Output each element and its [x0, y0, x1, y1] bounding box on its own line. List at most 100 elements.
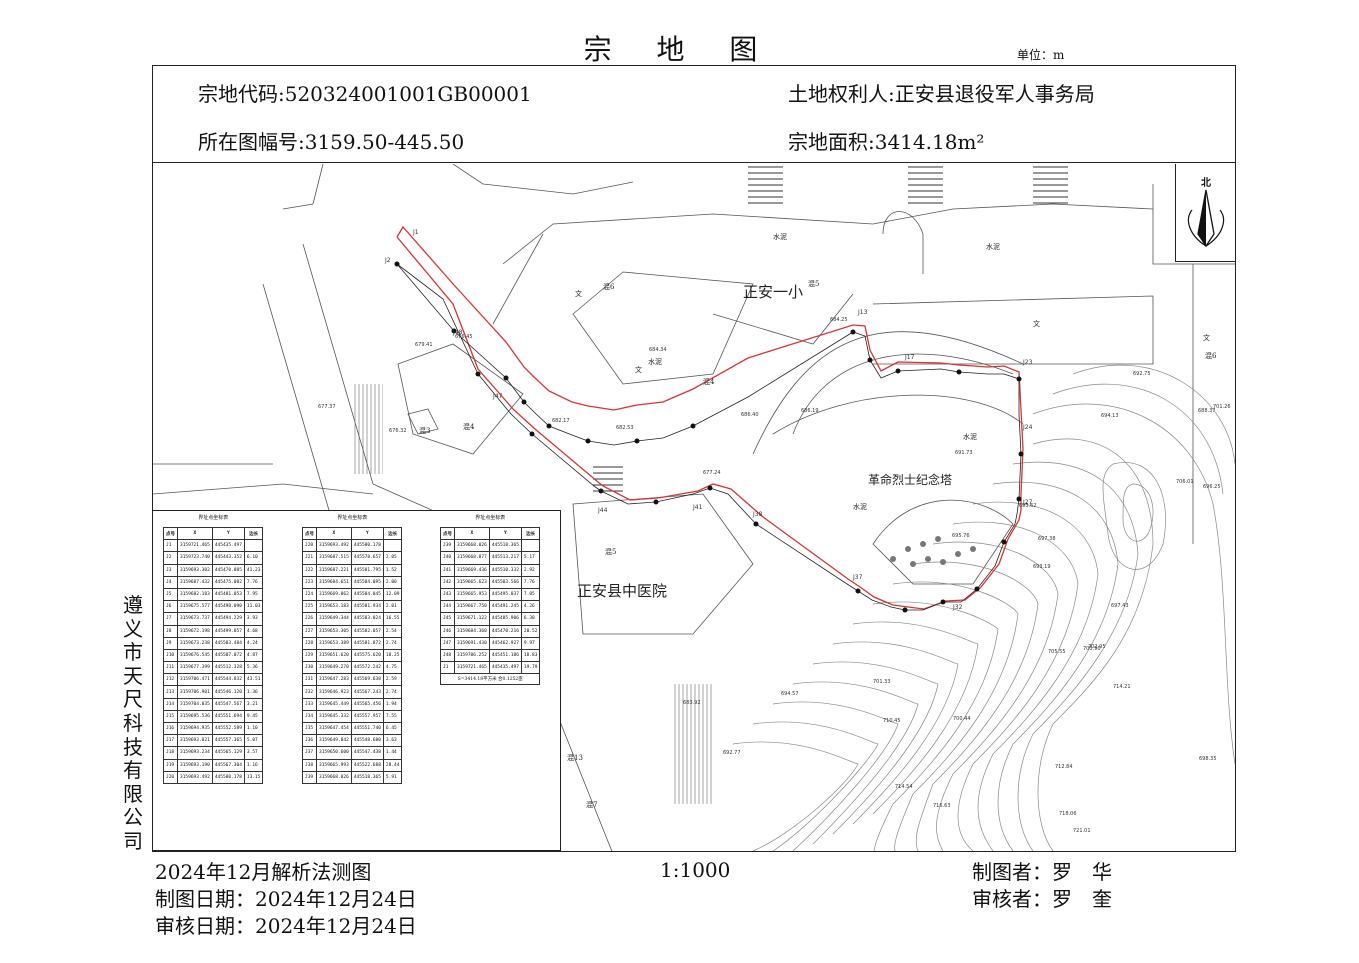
table-cell: J23: [302, 575, 317, 589]
table-cell: 3159673.737: [177, 612, 213, 626]
table-cell: [243, 539, 264, 553]
table-cell: 445435.497: [488, 661, 522, 675]
table-cell: 3159665.993: [316, 758, 352, 772]
table-cell: 445518.365: [350, 770, 384, 784]
table-cell: J21: [302, 551, 317, 565]
table-cell: J16: [163, 721, 178, 736]
elevation-label: 705.55: [1048, 649, 1066, 655]
table-cell: J28: [302, 636, 317, 650]
table-cell: 445580.178: [211, 770, 245, 784]
company-char: 义: [123, 616, 143, 641]
table-cell: 445547.438: [350, 746, 384, 760]
table-cell: 7.05: [520, 587, 541, 602]
table-cell: 13.15: [243, 770, 264, 784]
table-cell: 445581.934: [350, 600, 384, 614]
table-cell: 445580.178: [350, 539, 384, 553]
table-cell: J39: [302, 770, 317, 784]
elevation-label: 712.84: [1055, 764, 1073, 770]
table-cell: 7.76: [243, 575, 264, 589]
draw-date: 制图日期：2024年12月24日: [155, 887, 417, 911]
table-cell: 3159687.432: [177, 575, 213, 589]
table-cell: J32: [302, 685, 317, 699]
table-cell: J2: [163, 551, 178, 565]
table-cell: 3159706.252: [454, 648, 490, 663]
elevation-label: 684.25: [830, 317, 848, 323]
table-cell: 3159691.430: [454, 636, 490, 650]
elevation-label: 702.95: [1088, 644, 1106, 650]
table-cell: J20: [163, 770, 178, 784]
table-header-cell: X: [316, 526, 352, 541]
table-cell: J5: [163, 587, 178, 602]
table-cell: J40: [440, 551, 455, 565]
table-cell: J3: [163, 563, 178, 577]
table-cell: 7.95: [243, 587, 264, 602]
elevation-label: 677.24: [703, 470, 721, 476]
table-cell: 445470.216: [488, 624, 522, 638]
table-cell: 445462.927: [488, 636, 522, 650]
point-label: J38: [752, 511, 763, 518]
table-cell: 445567.243: [350, 685, 384, 699]
table-cell: 445557.957: [350, 709, 384, 724]
elevation-label: 701.33: [873, 679, 891, 685]
table-cell: J45: [440, 612, 455, 626]
table-cell: J33: [302, 697, 317, 711]
elevation-label: 698.35: [1199, 756, 1217, 762]
table-cell: 2.01: [382, 600, 403, 614]
surface-label: 水泥: [986, 242, 1000, 251]
table-header-cell: 点号: [440, 526, 455, 541]
table-cell: 5.07: [243, 734, 264, 748]
table-cell: 3159684.651: [316, 575, 352, 589]
table-cell: 9.97: [520, 636, 541, 650]
compass-icon: [1187, 189, 1225, 248]
table-cell: 3159677.399: [177, 661, 213, 675]
table-title: 界址点坐标表: [475, 515, 506, 521]
company-char: 司: [123, 828, 143, 853]
table-cell: 43.51: [243, 673, 264, 687]
table-cell: 445572.242: [350, 661, 384, 675]
table-cell: J10: [163, 648, 178, 663]
table-cell: 1.16: [243, 758, 264, 772]
table-cell: 7.55: [382, 709, 403, 724]
table-cell: 3159672.198: [177, 624, 213, 638]
table-cell: 10.25: [382, 648, 403, 663]
table-cell: 3159665.953: [454, 587, 490, 602]
building-label: 混5: [605, 547, 616, 556]
table-cell: 445551.740: [350, 721, 384, 736]
table-cell: J6: [163, 600, 178, 614]
company-char: 限: [123, 781, 143, 806]
table-cell: 445475.082: [211, 575, 245, 589]
table-cell: J38: [302, 758, 317, 772]
table-cell: 445581.872: [350, 636, 384, 650]
company-char: 公: [123, 805, 143, 830]
table-cell: 445490.090: [211, 600, 245, 614]
table-cell: 11.03: [243, 600, 264, 614]
company-char: 有: [123, 758, 143, 783]
table-cell: J24: [302, 587, 317, 602]
table-cell: 2.54: [382, 624, 403, 638]
table-cell: 9.45: [243, 709, 264, 724]
table-cell: J34: [302, 709, 317, 724]
table-header-cell: Y: [350, 526, 384, 541]
table-cell: 4.75: [382, 661, 403, 675]
table-cell: 3159645.332: [316, 709, 352, 724]
point-label: J41: [692, 504, 703, 511]
table-header-cell: Y: [488, 526, 522, 541]
company-char: 市: [123, 640, 143, 665]
company-char: 技: [123, 734, 143, 759]
